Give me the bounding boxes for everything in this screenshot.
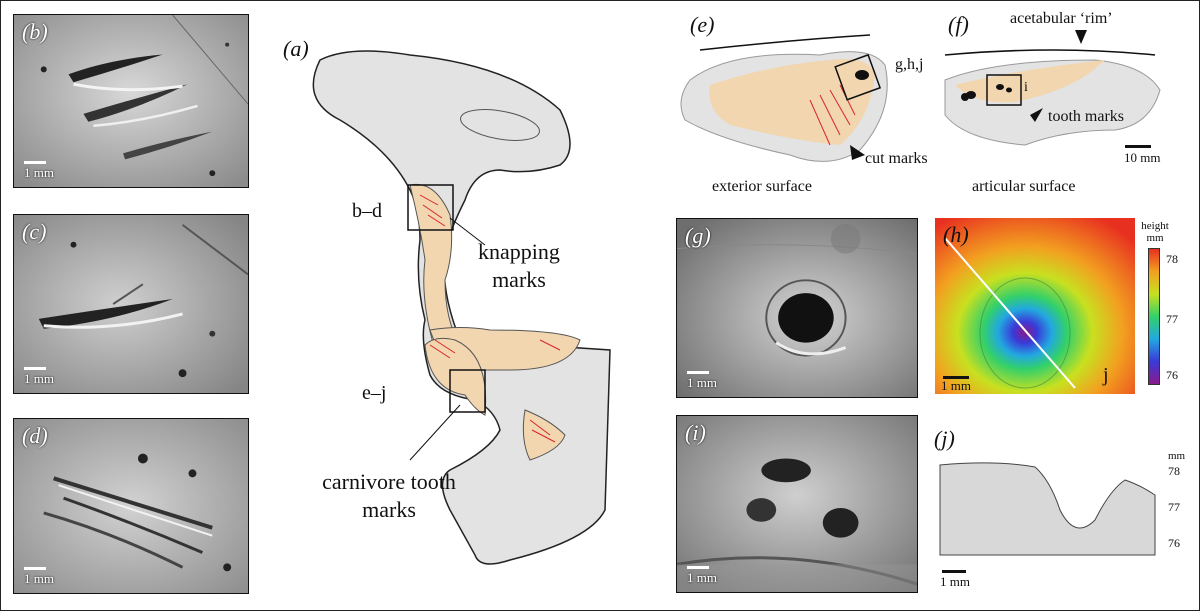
scale-bar-d: 1 mm [24, 567, 54, 587]
scale-label-h: 1 mm [941, 378, 971, 393]
box-ej [449, 369, 486, 413]
photo-c: (c) 1 mm [13, 214, 249, 394]
label-articular-surface: articular surface [972, 178, 1076, 195]
photo-c-texture [14, 215, 248, 393]
label-box-ghj: g,h,j [895, 56, 924, 73]
scale-label-f: 10 mm [1124, 150, 1161, 165]
label-box-i: i [1024, 80, 1028, 95]
scale-bar-g: 1 mm [687, 371, 717, 391]
profile-tick-77: 77 [1168, 500, 1180, 514]
profile-unit: mm [1168, 450, 1186, 462]
photo-i: (i) 1 mm [676, 415, 918, 593]
box-ghj [834, 53, 882, 101]
photo-g: (g) 1 mm [676, 218, 918, 398]
panel-label-h: (h) [943, 222, 969, 247]
label-cut-marks: cut marks [865, 150, 928, 167]
profile-tick-76: 76 [1168, 536, 1180, 550]
panel-label-c: (c) [22, 219, 47, 244]
photo-d: (d) 1 mm [13, 418, 249, 594]
panel-label-j: (j) [934, 426, 955, 451]
photo-d-texture [14, 419, 248, 593]
scale-bar-b: 1 mm [24, 161, 54, 181]
panel-label-a: (a) [283, 36, 309, 61]
legend-colorbar [1148, 248, 1160, 385]
panel-label-g: (g) [685, 223, 711, 248]
photo-i-texture [677, 416, 917, 592]
legend-tick-77: 77 [1166, 312, 1178, 326]
photo-g-texture [677, 219, 917, 397]
profile-j [939, 462, 1156, 556]
photo-b-texture [14, 15, 248, 187]
scale-bar-i: 1 mm [687, 566, 717, 586]
panel-label-f: (f) [948, 12, 969, 37]
label-tooth-marks: tooth marks [1048, 108, 1124, 125]
panel-label-i: (i) [685, 420, 706, 445]
panel-label-d: (d) [22, 423, 48, 448]
scale-bar-j [942, 570, 966, 573]
diagram-f [944, 30, 1161, 148]
legend-tick-78: 78 [1166, 252, 1178, 266]
heightmap-h-render [935, 218, 1135, 394]
diagram-e [680, 34, 888, 162]
bone-diagram-a [312, 50, 611, 565]
panel-label-b: (b) [22, 19, 48, 44]
label-box-bd: b–d [352, 200, 382, 222]
heightmap-h: (h) j 1 mm [935, 218, 1135, 394]
line-label-j: j [1103, 364, 1109, 386]
scale-bar-c: 1 mm [24, 367, 54, 387]
photo-b: (b) 1 mm [13, 14, 249, 188]
bone-fragment-lower [424, 337, 487, 416]
scale-label-j: 1 mm [940, 574, 970, 589]
box-bd [407, 184, 454, 231]
label-exterior-surface: exterior surface [712, 178, 812, 195]
label-acetabular-rim: acetabular ‘rim’ [1010, 10, 1113, 27]
legend-tick-76: 76 [1166, 368, 1178, 382]
profile-tick-78: 78 [1168, 464, 1180, 478]
panel-label-e: (e) [690, 12, 715, 37]
cut-marks-a [419, 194, 561, 443]
label-box-ej: e–j [362, 382, 387, 404]
box-i [986, 74, 1022, 106]
bone-fragment-upper [409, 183, 461, 351]
